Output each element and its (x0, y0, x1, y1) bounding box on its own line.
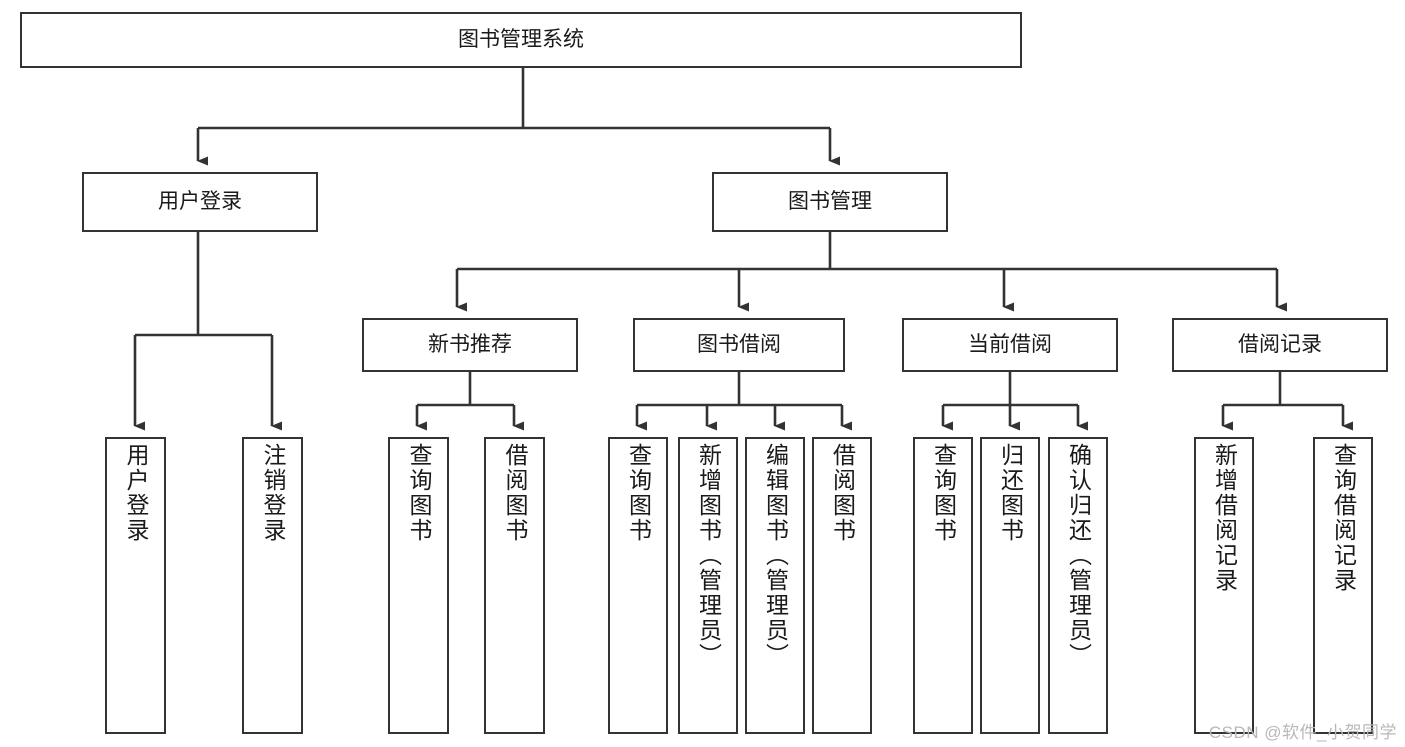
node-leaf-borrow-book-2-label: 借阅图书 (829, 443, 856, 543)
node-user-login-label: 用户登录 (158, 190, 242, 214)
node-leaf-edit-book-label: 编辑图书（管理员） (762, 443, 789, 668)
node-book-borrow-label: 图书借阅 (697, 333, 781, 357)
node-leaf-query-book-1[interactable]: 查询图书 (388, 437, 449, 734)
node-root[interactable]: 图书管理系统 (20, 12, 1022, 68)
node-leaf-query-record[interactable]: 查询借阅记录 (1313, 437, 1373, 734)
node-book-manage-label: 图书管理 (788, 190, 872, 214)
node-leaf-confirm-return[interactable]: 确认归还（管理员） (1048, 437, 1108, 734)
node-leaf-borrow-book-2[interactable]: 借阅图书 (812, 437, 872, 734)
node-leaf-query-book-1-label: 查询图书 (406, 443, 432, 543)
node-leaf-logout[interactable]: 注销登录 (242, 437, 303, 734)
node-borrow-record-label: 借阅记录 (1238, 333, 1322, 357)
node-leaf-return-book-label: 归还图书 (997, 443, 1024, 543)
node-leaf-query-book-3-label: 查询图书 (930, 443, 957, 543)
node-leaf-user-login[interactable]: 用户登录 (105, 437, 166, 734)
node-leaf-user-login-label: 用户登录 (123, 443, 149, 543)
node-leaf-query-book-2-label: 查询图书 (625, 443, 652, 543)
node-leaf-return-book[interactable]: 归还图书 (980, 437, 1040, 734)
node-leaf-add-book-label: 新增图书（管理员） (695, 443, 722, 668)
node-leaf-logout-label: 注销登录 (260, 443, 286, 543)
node-leaf-borrow-book-1-label: 借阅图书 (502, 443, 528, 543)
node-current-borrow[interactable]: 当前借阅 (902, 318, 1118, 372)
node-borrow-record[interactable]: 借阅记录 (1172, 318, 1388, 372)
csdn-watermark: CSDN @软件_小贺同学 (1208, 723, 1397, 742)
node-leaf-query-record-label: 查询借阅记录 (1330, 443, 1357, 593)
node-leaf-add-record[interactable]: 新增借阅记录 (1194, 437, 1254, 734)
node-leaf-add-book[interactable]: 新增图书（管理员） (678, 437, 738, 734)
node-leaf-query-book-2[interactable]: 查询图书 (608, 437, 668, 734)
node-root-label: 图书管理系统 (458, 28, 584, 52)
node-leaf-borrow-book-1[interactable]: 借阅图书 (484, 437, 545, 734)
node-current-borrow-label: 当前借阅 (968, 333, 1052, 357)
node-book-manage[interactable]: 图书管理 (712, 172, 948, 232)
node-book-borrow[interactable]: 图书借阅 (633, 318, 845, 372)
node-new-book-recommend-label: 新书推荐 (428, 333, 512, 357)
node-new-book-recommend[interactable]: 新书推荐 (362, 318, 578, 372)
node-leaf-confirm-return-label: 确认归还（管理员） (1065, 443, 1092, 668)
node-user-login[interactable]: 用户登录 (82, 172, 318, 232)
node-leaf-edit-book[interactable]: 编辑图书（管理员） (745, 437, 805, 734)
node-leaf-add-record-label: 新增借阅记录 (1211, 443, 1238, 593)
node-leaf-query-book-3[interactable]: 查询图书 (913, 437, 973, 734)
